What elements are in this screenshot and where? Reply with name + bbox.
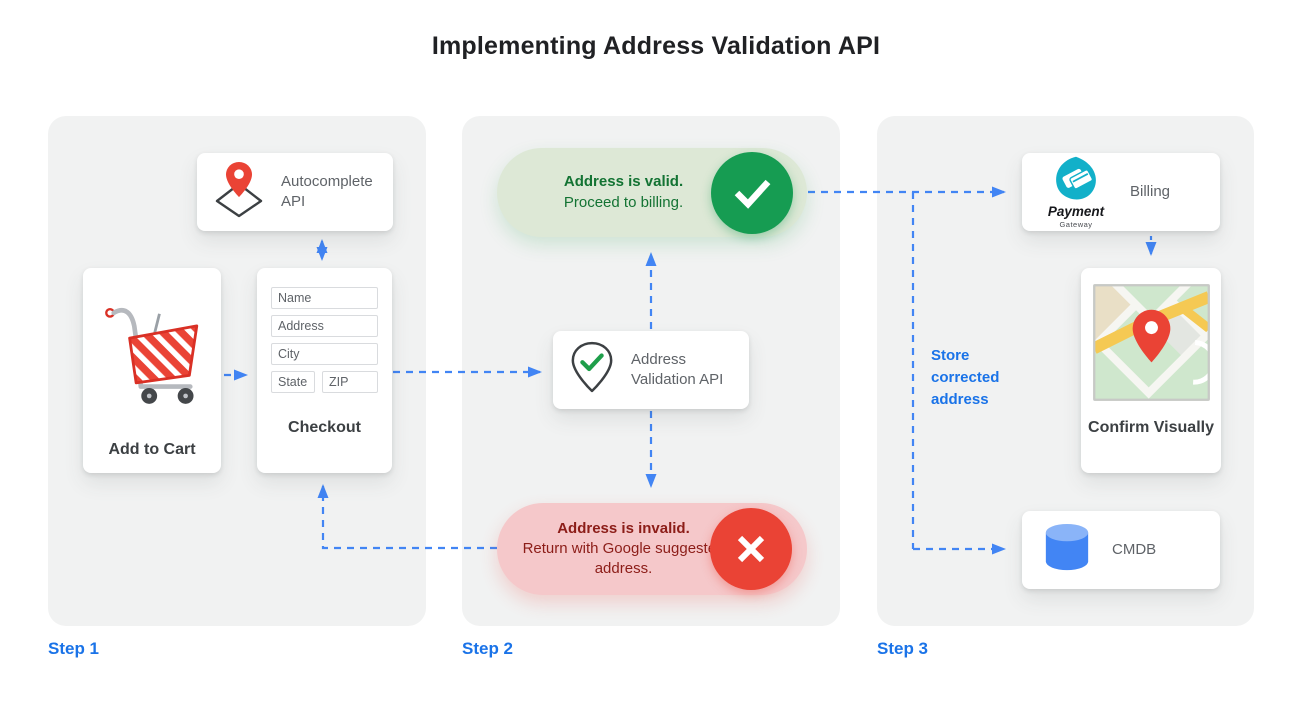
address-validation-api-label: Address Validation API bbox=[631, 350, 724, 388]
autocomplete-api-label: Autocomplete API bbox=[281, 172, 373, 210]
payment-logo-title: Payment bbox=[1047, 204, 1105, 220]
store-corrected-address-note: Store corrected address bbox=[931, 347, 1000, 408]
valid-outcome-pill: Address is valid. Proceed to billing. bbox=[497, 148, 807, 237]
cmdb-card: CMDB bbox=[1022, 511, 1220, 589]
checkout-field-zip: ZIP bbox=[322, 371, 378, 393]
checkout-label: Checkout bbox=[288, 419, 361, 436]
invalid-outcome-title: Address is invalid. bbox=[557, 519, 690, 537]
invalid-outcome-pill: Address is invalid. Return with Google s… bbox=[497, 503, 807, 595]
add-to-cart-card: Add to Cart bbox=[83, 268, 221, 473]
page-title: Implementing Address Validation API bbox=[431, 32, 881, 60]
step2-label: Step 2 bbox=[462, 639, 514, 658]
checkout-card: Name Address City State ZIP Checkout bbox=[257, 268, 392, 473]
payment-logo-subtitle: Gateway bbox=[1059, 219, 1093, 229]
confirm-visually-label: Confirm Visually bbox=[1088, 419, 1214, 436]
database-cylinder-icon bbox=[1038, 523, 1096, 578]
confirm-visually-card: Confirm Visually bbox=[1044, 199, 1265, 473]
invalid-outcome-subtitle: Return with Google suggested address. bbox=[522, 539, 725, 578]
map-pin-diamond-icon bbox=[213, 161, 265, 223]
billing-label: Billing bbox=[1130, 182, 1171, 200]
payment-gateway-icon: Payment Gateway bbox=[1038, 155, 1114, 229]
cmdb-label: CMDB bbox=[1112, 540, 1157, 558]
checkout-field-address: Address bbox=[271, 315, 378, 337]
shopping-cart-icon bbox=[96, 294, 208, 417]
step3-label: Step 3 bbox=[877, 639, 929, 658]
add-to-cart-label: Add to Cart bbox=[108, 441, 196, 458]
autocomplete-api-card: Autocomplete API bbox=[197, 153, 393, 231]
pin-checkmark-icon bbox=[569, 341, 615, 400]
checkout-field-name: Name bbox=[271, 287, 378, 309]
map-thumbnail-icon bbox=[1044, 199, 1265, 444]
checkout-field-state: State bbox=[271, 371, 315, 393]
checkout-field-city: City bbox=[271, 343, 378, 365]
valid-outcome-title: Address is valid. bbox=[563, 173, 684, 191]
check-icon bbox=[711, 151, 793, 234]
x-icon bbox=[710, 508, 792, 590]
billing-card: Payment Gateway Billing bbox=[1022, 153, 1220, 231]
valid-outcome-subtitle: Proceed to billing. bbox=[563, 193, 684, 211]
step1-label: Step 1 bbox=[48, 639, 100, 658]
address-validation-api-card: Address Validation API bbox=[553, 331, 749, 409]
